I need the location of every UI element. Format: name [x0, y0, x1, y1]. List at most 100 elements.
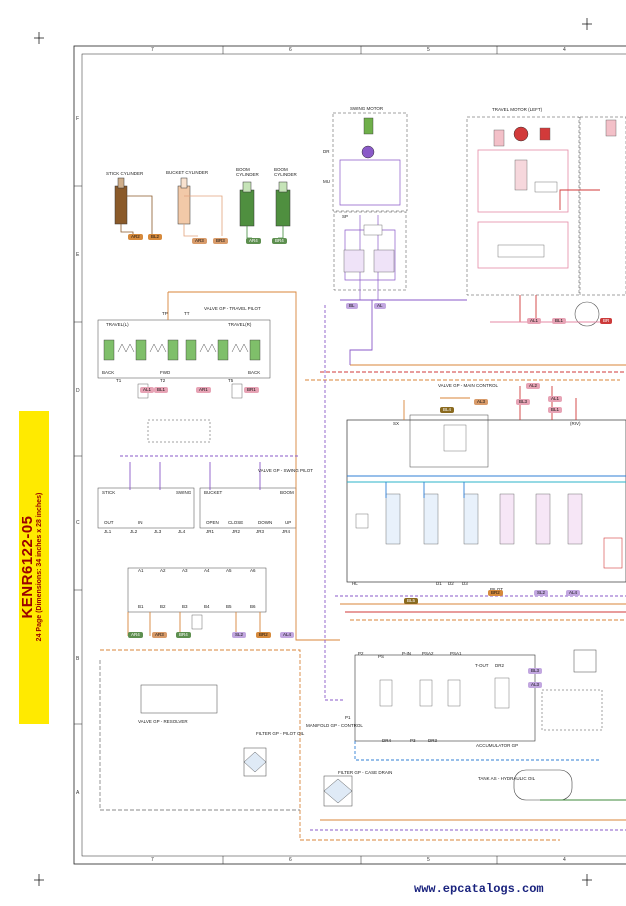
website-link[interactable]: www.epcatalogs.com	[414, 882, 544, 896]
port-tag: BL1	[552, 318, 567, 324]
direction-label: OUT	[104, 520, 114, 525]
grid-column-label: 4	[563, 857, 566, 863]
port-label: D2	[448, 581, 454, 586]
port-label: JL3	[154, 529, 162, 534]
port-tag: BL4	[440, 407, 455, 413]
port-tag: AL2	[526, 383, 541, 389]
direction-label: FWD	[160, 370, 171, 375]
port-label: P1	[345, 715, 351, 720]
port-label: T5	[228, 378, 234, 383]
port-label: D1	[436, 581, 442, 586]
grid-column-label: 5	[427, 47, 430, 53]
port-tag: AL4	[280, 632, 295, 638]
note-label: FILTER GP - PILOT OIL	[256, 731, 305, 736]
port-tag: AR3	[192, 238, 207, 244]
bucket-label: BUCKET	[204, 490, 223, 495]
travel-motor-title: TRAVEL MOTOR (LEFT)	[492, 107, 543, 112]
note-label: VALVE GP - MAIN CONTROL	[438, 383, 499, 388]
boom-label: BOOM	[280, 490, 294, 495]
port-label: A6	[250, 568, 256, 573]
port-label: B2	[160, 604, 166, 609]
port-tag: BR2	[256, 632, 271, 638]
port-tag: AR4	[128, 632, 143, 638]
port-label: PSA1	[450, 651, 462, 656]
port-tag: AL3	[474, 399, 489, 405]
travel-right-label: TRAVEL(R)	[228, 322, 252, 327]
port-label: JL4	[178, 529, 186, 534]
grid-row-label: F	[76, 116, 80, 122]
port-label: B3	[182, 604, 188, 609]
port-label: B6	[250, 604, 256, 609]
grid-column-label: 6	[289, 857, 292, 863]
port-label: A5	[226, 568, 232, 573]
port-tag: BR2	[488, 590, 503, 596]
stick-cylinder-title: STICK CYLINDER	[106, 171, 144, 176]
bucket-cylinder-title: BUCKET CYLINDER	[166, 170, 209, 175]
port-tag: BR3	[213, 238, 228, 244]
port-label: TP	[162, 311, 168, 316]
stick-label: STICK	[102, 490, 116, 495]
port-tag: BR4	[176, 632, 191, 638]
note-label: ACCUMULATOR GP	[476, 743, 519, 748]
port-label: SP	[342, 214, 349, 219]
port-tag: AR3	[152, 632, 167, 638]
port-tag: BL1	[548, 407, 563, 413]
port-tag: BL3	[528, 668, 543, 674]
swing-motor-title: SWING MOTOR	[350, 106, 384, 111]
banner-text: KENR6122-05 24 Page (Dimensions: 34 inch…	[19, 407, 49, 727]
note-label: MANIFOLD GP - CONTROL	[306, 723, 363, 728]
port-label: P2	[358, 651, 364, 656]
port-label: PILOT	[490, 587, 503, 593]
port-tag: SL2	[534, 590, 549, 596]
port-label: PSA2	[422, 651, 434, 656]
boom-cylinder-title: BOOM CYLINDER	[236, 167, 259, 177]
travel-left-label: TRAVEL(L)	[106, 322, 129, 327]
port-label: PS	[378, 654, 385, 659]
document-subtitle: 24 Page (Dimensions: 34 inches x 28 inch…	[36, 492, 43, 642]
document-banner	[19, 411, 49, 724]
port-tag: BL3	[516, 399, 531, 405]
port-label: DR4	[382, 738, 392, 743]
port-label: MU	[323, 179, 330, 184]
grid-column-label: 5	[427, 857, 430, 863]
direction-label: BACK	[248, 370, 261, 375]
port-label: B5	[226, 604, 232, 609]
port-tag: AL3	[528, 682, 543, 688]
port-label: T1	[116, 378, 122, 383]
direction-label: CLOSE	[228, 520, 244, 525]
port-tag: AR4	[246, 238, 261, 244]
note-label: VALVE GP - TRAVEL PILOT	[204, 306, 261, 311]
port-label: DR3	[428, 738, 438, 743]
port-label: DR	[323, 149, 330, 154]
port-label: SX	[393, 421, 400, 426]
direction-label: DOWN	[258, 520, 273, 525]
port-label: P3	[410, 738, 416, 743]
direction-label: OPEN	[206, 520, 219, 525]
direction-label: BACK	[102, 370, 115, 375]
port-label: HL	[352, 581, 358, 586]
direction-label: UP	[285, 520, 292, 525]
port-tag: BR4	[272, 238, 287, 244]
port-label: B1	[138, 604, 144, 609]
port-tag: AL4	[566, 590, 581, 596]
grid-column-label: 7	[151, 47, 154, 53]
port-tag: AR2	[128, 234, 143, 240]
port-tag: BL1	[154, 387, 169, 393]
port-label: JR4	[282, 529, 291, 534]
port-tag: AL	[374, 303, 386, 309]
port-tag: BL2	[148, 234, 163, 240]
port-label: JR2	[232, 529, 241, 534]
note-label: FILTER GP - CASE DRAIN	[338, 770, 393, 775]
port-label: B4	[204, 604, 210, 609]
port-label: DR2	[495, 663, 505, 668]
grid-column-label: 4	[563, 47, 566, 53]
grid-row-label: A	[76, 790, 80, 796]
port-tag: BR1	[244, 387, 259, 393]
note-label: VALVE GP - SWING PILOT	[258, 468, 314, 473]
port-tag: SL2	[232, 632, 247, 638]
grid-row-label: D	[76, 388, 80, 394]
grid-row-label: C	[76, 520, 80, 526]
port-tag: BL5	[404, 598, 419, 604]
note-label: VALVE GP - RESOLVER	[138, 719, 188, 724]
